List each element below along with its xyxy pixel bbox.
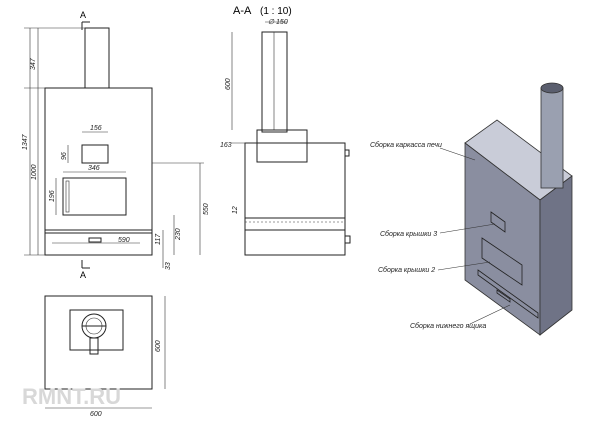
dim-550: 550 — [203, 203, 210, 215]
dim-590: 590 — [118, 237, 130, 244]
dim-big-door-height: 196 — [49, 190, 56, 202]
section-body — [244, 142, 346, 256]
watermark: RMNT.RU — [22, 384, 121, 409]
dim-small-door-height: 96 — [61, 152, 68, 160]
plan-view: 600 600 RMNT.RU — [22, 295, 166, 418]
section-marker-top: A — [80, 10, 86, 20]
big-door — [62, 177, 127, 216]
dim-body-height: 1000 — [31, 164, 38, 180]
iso-big-door — [481, 237, 523, 286]
drawer-handle — [88, 237, 102, 243]
dim-plan-width: 600 — [90, 411, 102, 418]
stove-pipe — [540, 87, 564, 189]
dim-pipe-diameter: ∅ 150 — [268, 19, 288, 26]
iso-drawer-handle — [496, 289, 511, 303]
dim-12: 12 — [232, 206, 239, 214]
label-drawer: Сборка нижнего ящика — [410, 322, 486, 330]
plan-inner — [69, 309, 124, 351]
label-lid2: Сборка крышки 2 — [378, 266, 435, 274]
dim-pipe-height: 600 — [225, 78, 232, 90]
label-lid3: Сборка крышки 3 — [380, 230, 437, 238]
dim-117: 117 — [155, 233, 162, 245]
section-pipe-base — [256, 129, 308, 163]
section-scale: (1 : 10) — [260, 6, 292, 17]
iso-small-door — [490, 211, 506, 233]
front-view: A A 347 1347 1000 156 96 346 196 550 117… — [22, 10, 210, 280]
small-door — [81, 144, 109, 164]
stove-side-face — [539, 175, 573, 336]
label-frame: Сборка каркасса печи — [370, 141, 442, 149]
dim-small-door-width: 156 — [90, 125, 102, 132]
section-title: A-A — [233, 5, 252, 17]
section-view: A-A (1 : 10) ∅ 150 600 163 12 — [220, 5, 351, 256]
chimney-front — [84, 27, 110, 89]
section-marker-bottom: A — [80, 270, 86, 280]
dim-plan-depth: 600 — [155, 340, 162, 352]
dim-163: 163 — [220, 142, 232, 149]
plan-outline — [44, 295, 153, 390]
dim-chimney-height: 347 — [30, 57, 37, 70]
dim-230: 230 — [175, 228, 182, 241]
dim-33: 33 — [165, 262, 172, 270]
isometric-view: Сборка каркасса печи Сборка крышки 3 Сбо… — [370, 82, 573, 336]
dim-big-door-width: 346 — [88, 165, 100, 172]
dim-total-height: 1347 — [22, 133, 29, 150]
section-pipe — [261, 31, 288, 133]
